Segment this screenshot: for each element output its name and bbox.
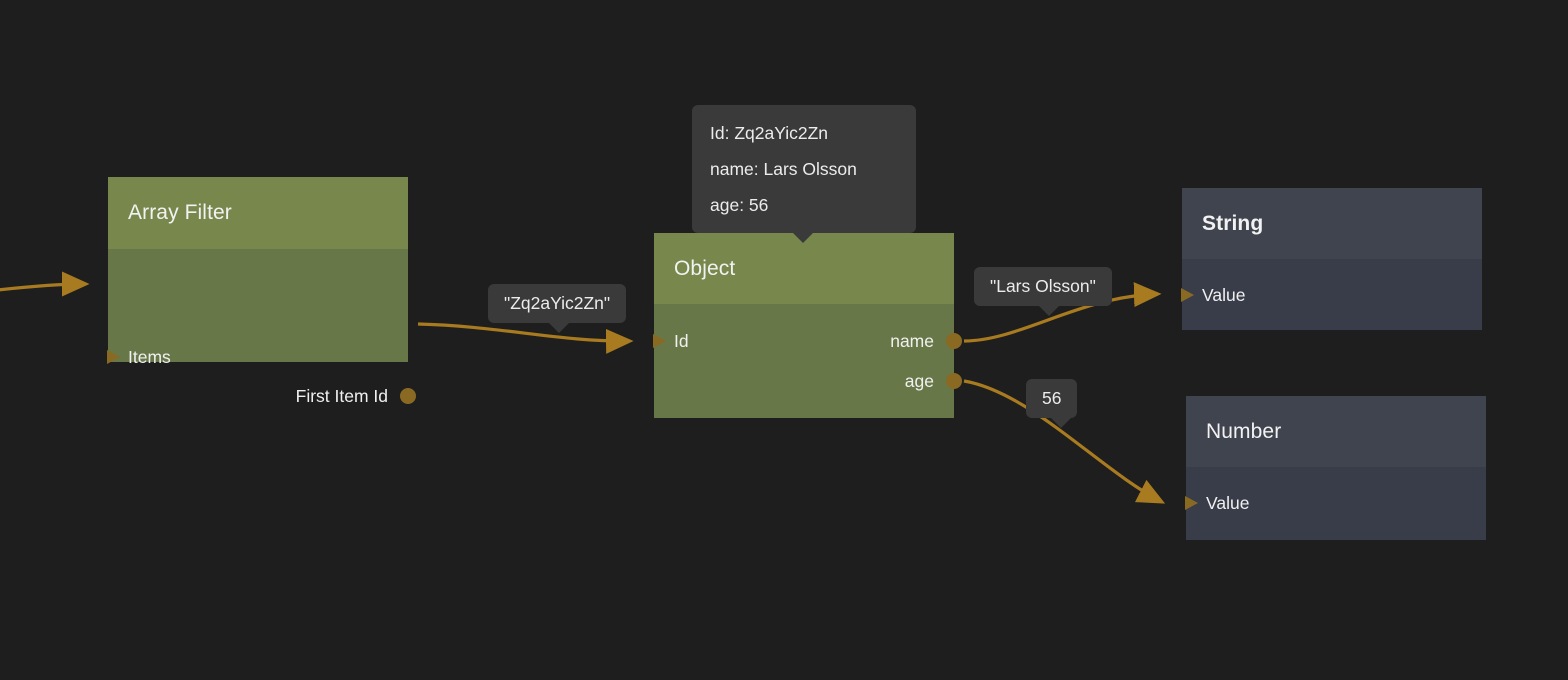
edge-label-text: "Zq2aYic2Zn" — [504, 293, 611, 313]
node-number[interactable]: Number Value — [1185, 396, 1486, 540]
node-object-body: Id name age — [653, 304, 962, 418]
edge-first-item-id-to-id — [417, 322, 634, 354]
port-object-id[interactable]: Id — [653, 329, 689, 353]
node-string-body: Value — [1181, 259, 1482, 330]
edge-label-first-item-id: "Zq2aYic2Zn" — [488, 284, 627, 333]
bubble-tail-icon — [548, 322, 570, 333]
node-object-title: Object — [654, 233, 954, 304]
port-label: Id — [674, 330, 689, 351]
node-string-title: String — [1182, 188, 1482, 259]
port-label: Value — [1202, 284, 1246, 305]
tooltip-line-name: name: Lars Olsson — [710, 159, 857, 179]
port-label: age — [904, 370, 934, 391]
output-port-dot-icon[interactable] — [946, 333, 962, 349]
node-array-filter[interactable]: Array Filter Items First Item Id — [107, 177, 416, 406]
tooltip-tail-icon — [792, 232, 814, 243]
edge-label-name: "Lars Olsson" — [974, 267, 1112, 316]
port-label: Value — [1206, 492, 1250, 513]
edge-label-text: "Lars Olsson" — [990, 276, 1096, 296]
port-object-age[interactable]: age — [904, 369, 962, 393]
input-port-arrow-icon[interactable] — [1185, 496, 1198, 510]
tooltip-line-age: age: 56 — [710, 195, 769, 215]
input-port-arrow-icon[interactable] — [653, 334, 666, 348]
port-array-filter-first-item-id[interactable]: First Item Id — [295, 384, 416, 408]
edge-label-age: 56 — [1026, 379, 1078, 428]
port-label: First Item Id — [295, 385, 388, 406]
edge-label-text: 56 — [1042, 388, 1062, 408]
edge-external-to-items — [0, 271, 90, 297]
port-label: name — [890, 330, 934, 351]
input-port-arrow-icon[interactable] — [1181, 288, 1194, 302]
port-label: Items — [128, 346, 171, 367]
output-port-dot-icon[interactable] — [400, 388, 416, 404]
tooltip-line-id: Id: Zq2aYic2Zn — [710, 123, 829, 143]
node-number-body: Value — [1185, 467, 1486, 540]
node-array-filter-body: Items First Item Id — [107, 249, 416, 406]
bubble-tail-icon — [1038, 305, 1060, 316]
port-string-value[interactable]: Value — [1181, 283, 1246, 307]
bubble-tail-icon — [1050, 417, 1072, 428]
port-array-filter-items[interactable]: Items — [107, 345, 171, 369]
object-preview-tooltip: Id: Zq2aYic2Zn name: Lars Olsson age: 56 — [692, 105, 916, 243]
output-port-dot-icon[interactable] — [946, 373, 962, 389]
port-number-value[interactable]: Value — [1185, 491, 1250, 515]
node-array-filter-title: Array Filter — [108, 177, 408, 249]
port-object-name[interactable]: name — [890, 329, 962, 353]
node-string[interactable]: String Value — [1181, 188, 1482, 330]
node-object[interactable]: Object Id name age — [653, 233, 962, 418]
node-number-title: Number — [1186, 396, 1486, 467]
input-port-arrow-icon[interactable] — [107, 350, 120, 364]
